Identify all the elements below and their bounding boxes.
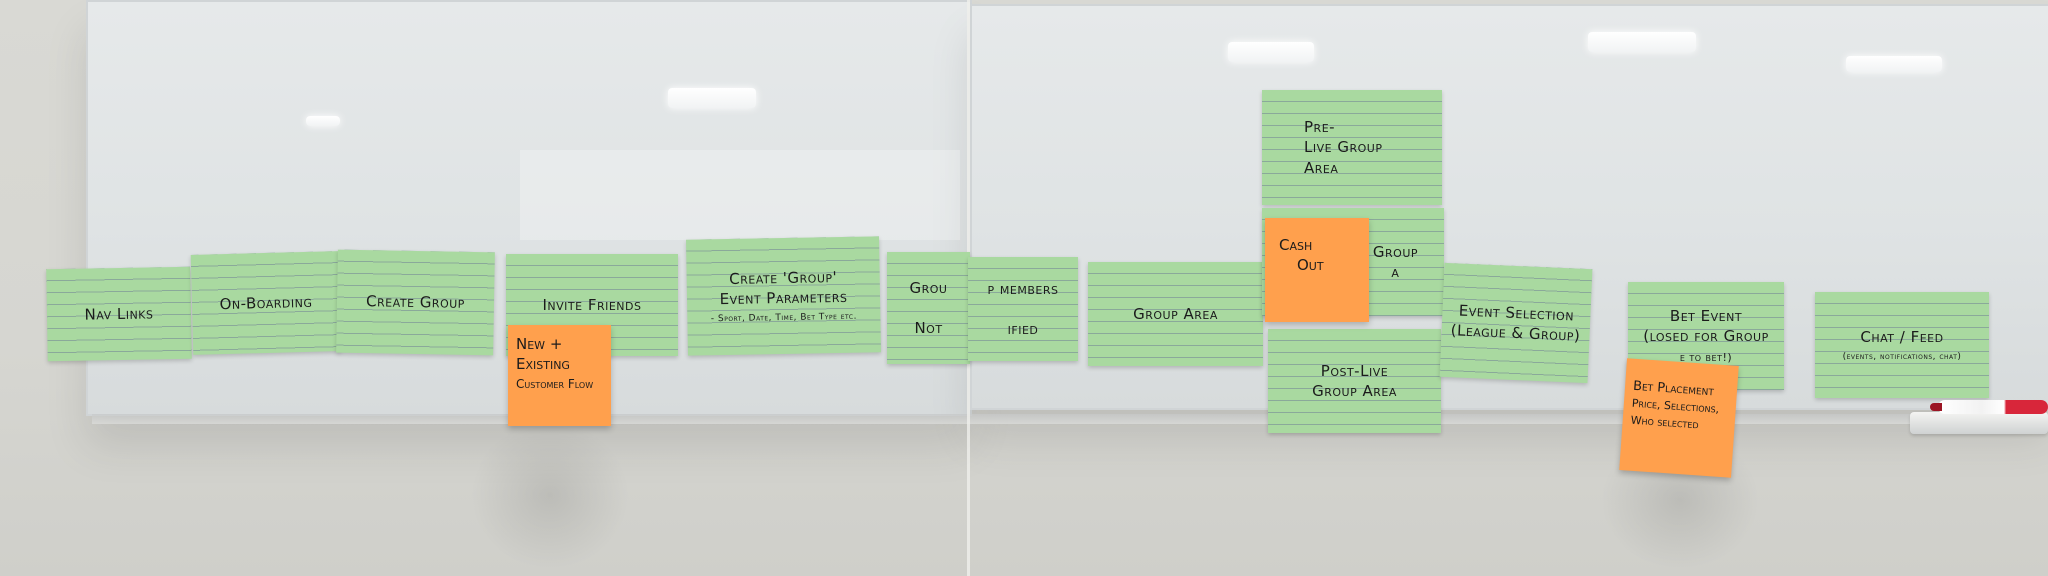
card-members-notified[interactable]: p members ified [968,257,1078,361]
card-label: p members ified [987,279,1059,339]
card-post-live-group-area[interactable]: Post-Live Group Area [1268,329,1441,433]
board-glare [520,150,960,240]
ceiling-light-reflection [668,88,756,108]
card-event-selection[interactable]: Event Selection (League & Group) [1439,262,1593,384]
ceiling-light-reflection [1846,56,1942,72]
marker-tip [1930,403,1942,411]
card-group-notified[interactable]: Grou Not [887,252,970,364]
card-label: Pre- Live Group Area [1304,118,1383,177]
marker-tray [1910,412,2048,434]
card-on-boarding[interactable]: On-Boarding [190,251,342,355]
ceiling-light-reflection [306,116,340,126]
card-label: Create 'Group' Event Parameters - Sport,… [710,267,857,325]
ceiling-light-reflection [1228,42,1314,62]
sticky-new-existing-customer-flow[interactable]: New + Existing Customer Flow [508,325,611,426]
card-label: Group a [1372,242,1418,281]
card-label: Group Area [1133,304,1218,323]
ceiling-light-reflection [1588,32,1696,52]
card-label: Nav Links [84,304,154,324]
whiteboard-ledge [92,414,2048,424]
card-label: Chat / Feed (events, notifications, chat… [1842,327,1962,363]
card-label: Post-Live Group Area [1312,361,1397,400]
card-label: Invite Friends [542,295,642,314]
card-label: Event Selection (League & Group) [1450,301,1581,345]
card-label: Create Group [365,292,466,313]
card-create-group[interactable]: Create Group [336,249,495,356]
card-create-group-event[interactable]: Create 'Group' Event Parameters - Sport,… [686,236,881,356]
whiteboard-marker[interactable] [1938,400,2048,414]
card-pre-live-group-area[interactable]: Pre- Live Group Area [1262,90,1442,205]
card-label: Bet Event (losed for Group e to bet!) [1643,306,1769,365]
sticky-bet-placement[interactable]: Bet Placement Price, Selections, Who sel… [1619,358,1739,478]
cast-shadow [470,420,630,570]
card-label: Grou Not [909,278,948,338]
card-label: On-Boarding [219,292,313,314]
card-chat-feed[interactable]: Chat / Feed (events, notifications, chat… [1815,292,1989,398]
card-group-area[interactable]: Group Area [1088,262,1263,366]
card-nav-links[interactable]: Nav Links [46,266,192,362]
sticky-cash-out[interactable]: Cash Out [1265,218,1369,322]
